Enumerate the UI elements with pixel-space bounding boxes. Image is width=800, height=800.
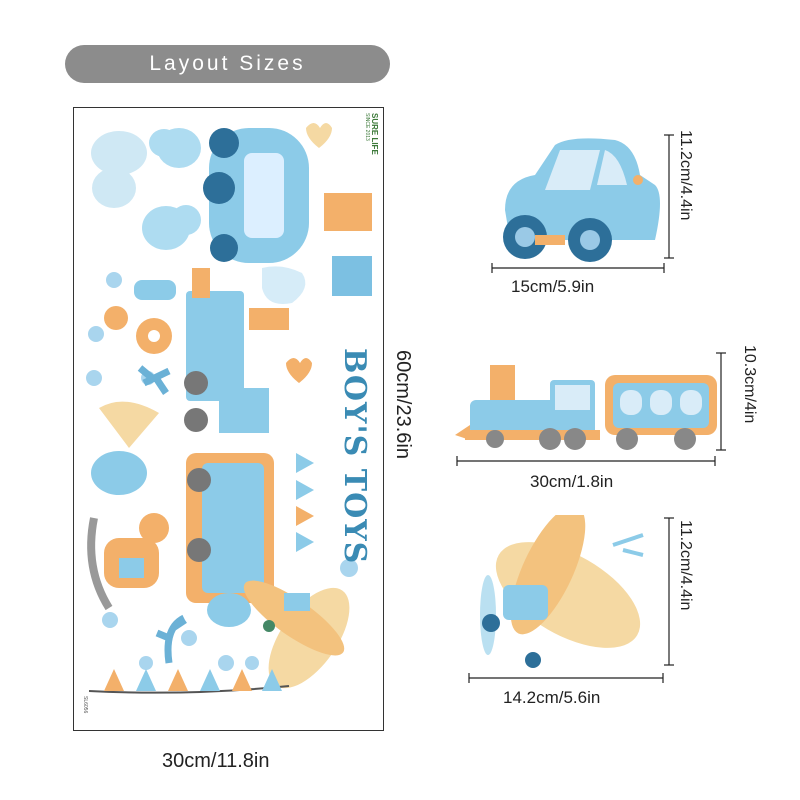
tree-sticker — [91, 451, 147, 495]
car-width-label: 15cm/5.9in — [511, 277, 595, 296]
heart-sticker — [286, 358, 312, 383]
block-sticker — [332, 256, 372, 296]
car-sticker — [203, 128, 309, 263]
ice-cream-sticker — [99, 401, 159, 448]
sticker-sheet: SURE LIFE SINCE 2013 SL6056 — [73, 107, 384, 731]
train-width-label: 30cm/1.8in — [530, 472, 614, 491]
car-illustration — [503, 138, 660, 262]
train-illustration — [455, 365, 717, 450]
glasses-sticker — [134, 280, 176, 300]
rocking-horse-sticker — [87, 513, 169, 611]
cloud-sticker — [91, 131, 147, 208]
bottom-bunting-sticker — [88, 669, 290, 694]
layout-sizes-title: Layout Sizes — [65, 45, 390, 83]
sheet-width-label: 30cm/11.8in — [162, 750, 270, 772]
footprint-sticker — [262, 266, 306, 304]
cloud-sticker — [142, 128, 201, 250]
block-sticker — [324, 193, 372, 231]
airplane-illustration — [480, 515, 644, 668]
drop-sticker — [207, 593, 251, 627]
branch-sticker — [137, 365, 171, 395]
airplane-width-label: 14.2cm/5.6in — [503, 688, 601, 707]
cookie-sticker — [104, 306, 128, 330]
star-stickers — [86, 272, 358, 671]
train-engine-sticker — [184, 268, 289, 433]
train-carriage-sticker — [186, 453, 274, 603]
sheet-artwork — [86, 123, 372, 694]
bunting-sticker — [296, 453, 314, 552]
heart-sticker — [306, 123, 332, 148]
airplane-sticker — [243, 580, 350, 689]
leaf-sticker — [155, 614, 187, 664]
